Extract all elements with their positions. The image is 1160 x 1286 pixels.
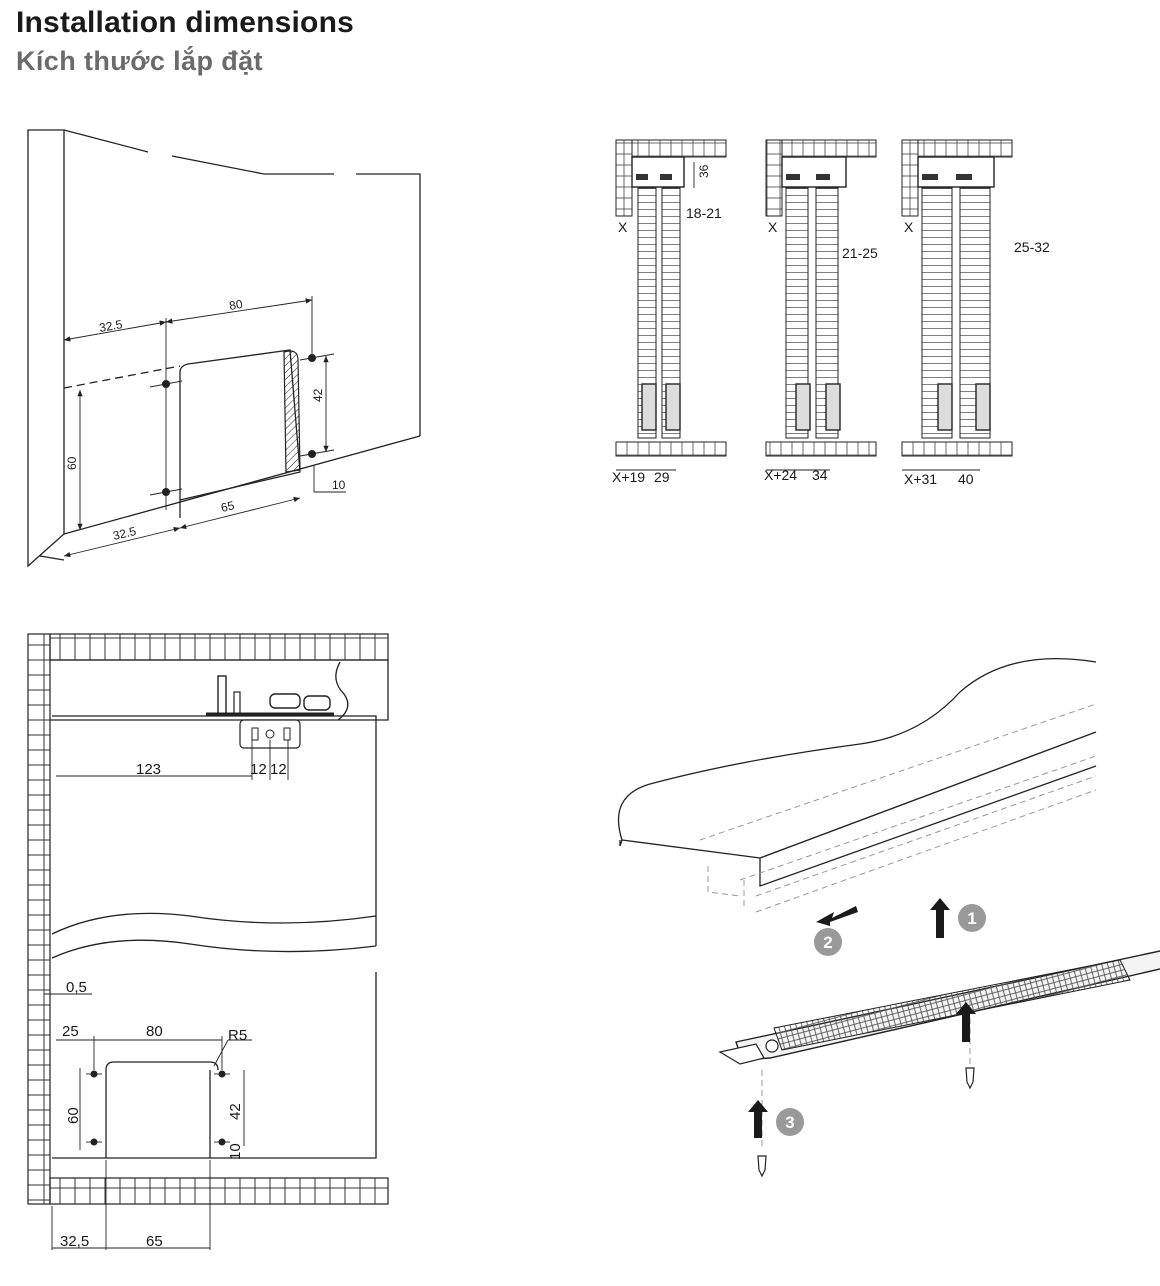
diagram-section-views: 36 18-21 X X+19 29 21-25 X X+24 34 <box>612 139 1050 487</box>
screw-icon <box>965 1067 975 1090</box>
dim-32-5-bottom: 32.5 <box>112 524 138 543</box>
dim-x-31: X+31 <box>904 471 937 487</box>
dim-36: 36 <box>697 164 711 178</box>
page-subtitle: Kích thước lắp đặt <box>16 46 263 76</box>
svg-text:3: 3 <box>785 1113 794 1132</box>
dim-40: 40 <box>958 471 974 487</box>
dim-0-5: 0,5 <box>66 979 87 996</box>
step-badge-2: 2 <box>814 928 842 956</box>
dim-80-front: 80 <box>146 1023 163 1040</box>
dim-18-21: 18-21 <box>686 205 722 221</box>
dim-65-front: 65 <box>146 1233 163 1250</box>
label-x-1: X <box>618 219 628 235</box>
dim-10: 10 <box>332 478 346 492</box>
dim-32-5-top: 32.5 <box>98 317 124 335</box>
dim-65: 65 <box>220 498 236 515</box>
dim-60: 60 <box>65 456 79 470</box>
dim-25-32: 25-32 <box>1014 239 1050 255</box>
step-badge-3: 3 <box>776 1108 804 1136</box>
dim-60-front: 60 <box>65 1107 82 1124</box>
dim-42: 42 <box>311 388 325 402</box>
dim-80: 80 <box>228 297 244 313</box>
dim-25: 25 <box>62 1023 79 1040</box>
dim-42-front: 42 <box>227 1103 244 1120</box>
dim-12-left: 12 <box>250 761 267 778</box>
dim-123: 123 <box>136 761 161 778</box>
arrow-left-icon <box>816 906 858 926</box>
dim-12-right: 12 <box>270 761 287 778</box>
label-x-3: X <box>904 219 914 235</box>
page-title: Installation dimensions <box>16 6 354 39</box>
diagram-panel-perspective: 32.5 80 42 60 10 32.5 65 <box>27 129 421 568</box>
arrow-up-icon <box>930 898 950 938</box>
dim-32-5-front: 32,5 <box>60 1233 89 1250</box>
diagram-front-layout: 123 12 12 0,5 25 80 R5 60 42 10 32,5 65 <box>27 633 389 1250</box>
arrow-up-icon <box>956 1002 976 1042</box>
svg-text:2: 2 <box>823 933 832 952</box>
dim-r5: R5 <box>228 1027 247 1044</box>
step-badge-1: 1 <box>958 904 986 932</box>
dim-10-front: 10 <box>227 1143 244 1160</box>
section-view-2: 21-25 X X+24 34 <box>764 139 878 483</box>
section-view-3: 25-32 X X+31 40 <box>901 139 1050 487</box>
dim-34: 34 <box>812 467 828 483</box>
dim-21-25: 21-25 <box>842 245 878 261</box>
section-view-1: 36 18-21 X X+19 29 <box>612 139 727 485</box>
label-x-2: X <box>768 219 778 235</box>
slide-fitting <box>718 950 1160 1065</box>
diagram-mounting-steps: 1 2 3 <box>617 657 1160 1178</box>
screw-icon <box>757 1155 767 1178</box>
dim-x-19: X+19 <box>612 469 645 485</box>
top-fitting <box>206 675 334 749</box>
dim-x-24: X+24 <box>764 467 797 483</box>
arrow-up-icon <box>748 1100 768 1138</box>
hole-marks <box>149 353 335 496</box>
dim-29: 29 <box>654 469 670 485</box>
svg-text:1: 1 <box>967 909 976 928</box>
